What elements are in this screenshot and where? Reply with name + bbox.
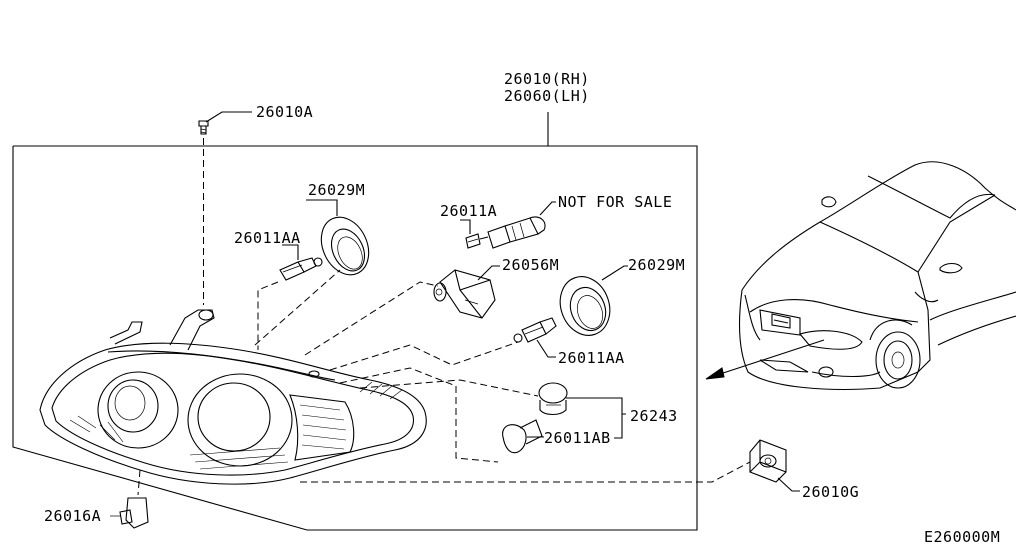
label-bulb-aa-lower: 26011AA: [558, 349, 625, 367]
lens-hatching: [69, 381, 403, 470]
label-bulb-a: 26011A: [440, 202, 498, 220]
location-arrow: [705, 339, 825, 380]
not-for-sale-bulb: [487, 201, 556, 249]
vehicle-illustration: [738, 161, 1016, 390]
bulb-aa-lower: [513, 317, 557, 358]
screw-part: [198, 111, 252, 305]
label-assembly-rh: 26010(RH): [504, 70, 590, 88]
socket-part: [433, 265, 500, 319]
gasket-upper: [306, 199, 370, 276]
label-bulb-aa-upper: 26011AA: [234, 229, 301, 247]
label-gasket-upper: 26029M: [308, 181, 366, 199]
label-bracket: 26016A: [44, 507, 102, 525]
label-socket: 26056M: [502, 256, 560, 274]
assembly-frame: [12, 112, 698, 531]
bulb-socket-assy: [502, 382, 626, 454]
label-bulb-socket-assy: 26243: [630, 407, 678, 425]
bracket-part: [110, 469, 149, 529]
clip-part: [749, 439, 800, 492]
label-not-for-sale: NOT FOR SALE: [558, 193, 673, 211]
bulb-a: [460, 219, 489, 249]
headlamp-housing: [39, 309, 427, 485]
label-clip: 26010G: [802, 483, 860, 501]
label-assembly-lh: 26060(LH): [504, 87, 590, 105]
label-diagram-code: E260000M: [924, 528, 1001, 546]
label-gasket-right: 26029M: [628, 256, 686, 274]
label-screw: 26010A: [256, 103, 314, 121]
label-bulb-ab: 26011AB: [544, 429, 611, 447]
bulb-aa-upper: [257, 244, 323, 350]
dashed-guides: [254, 269, 751, 483]
gasket-right: [559, 265, 628, 336]
